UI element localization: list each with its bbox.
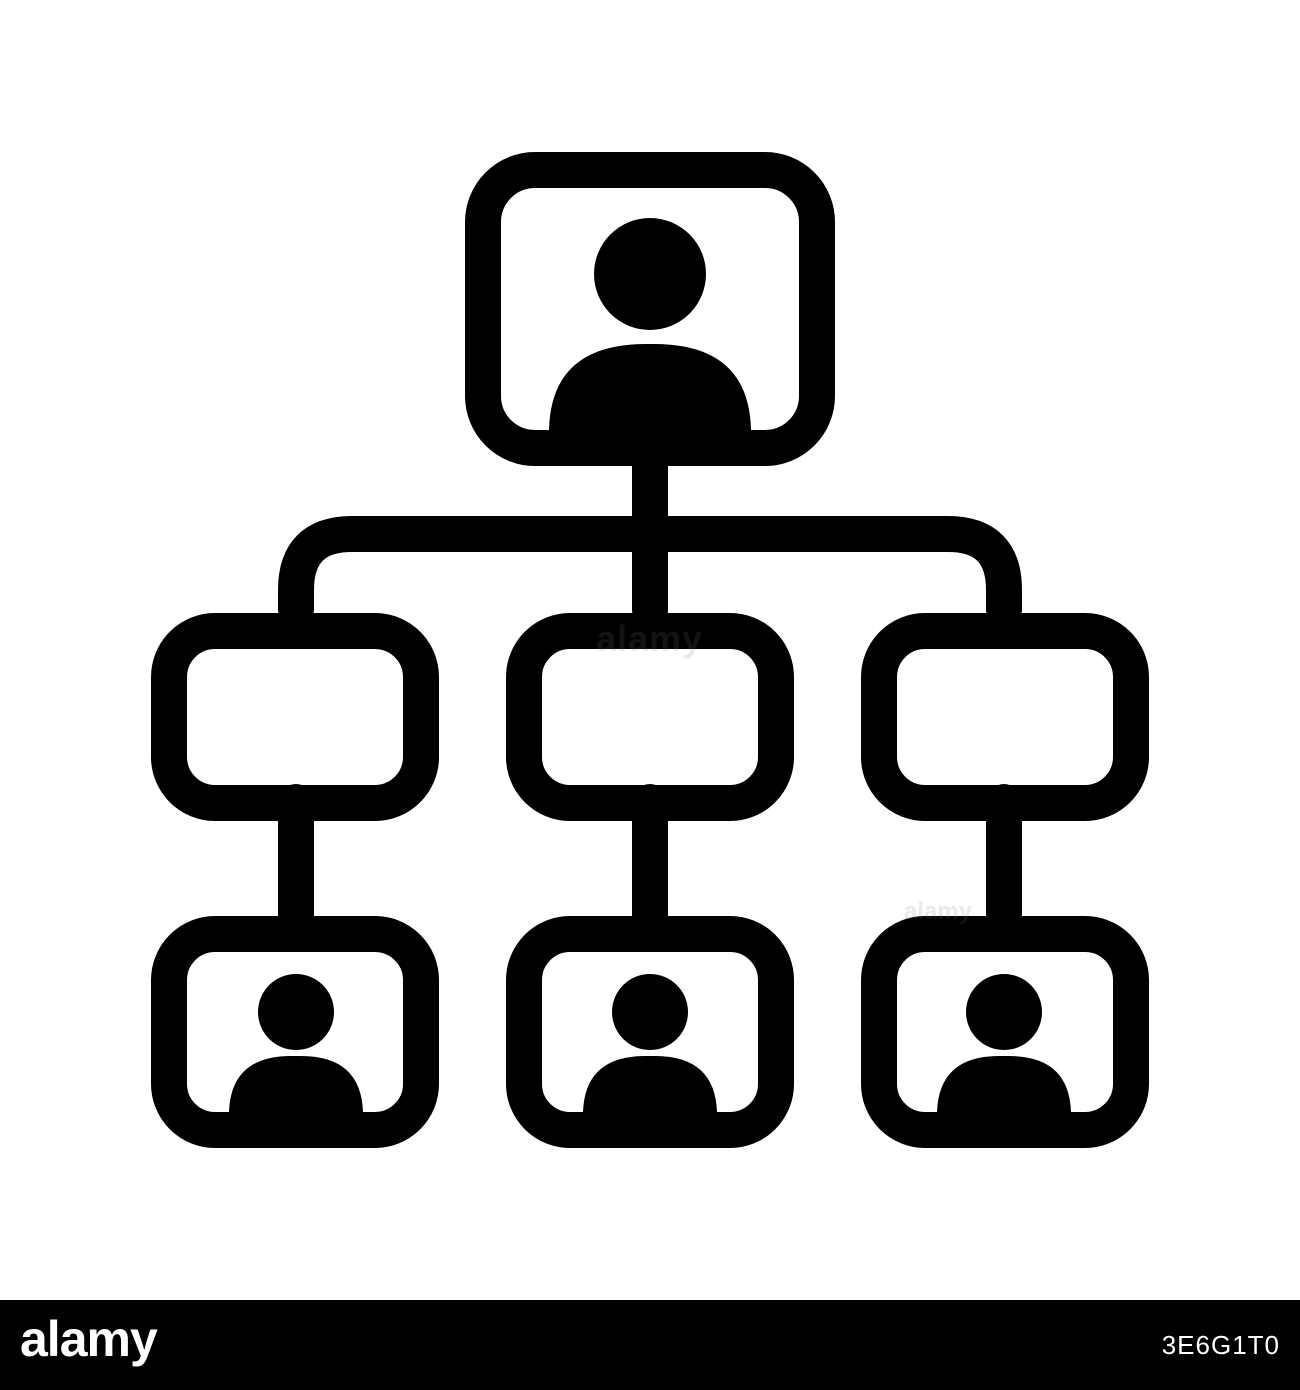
stock-footer-bar: alamy 3E6G1T0	[0, 1300, 1300, 1390]
connector-lines	[278, 446, 1022, 948]
node-mid-left-box	[151, 613, 439, 821]
node-leaf-center-box	[506, 916, 794, 1148]
node-root-box	[465, 152, 835, 466]
image-id-label: 3E6G1T0	[1161, 1330, 1280, 1360]
org-chart-diagram	[151, 152, 1149, 1148]
node-mid-right-box	[861, 613, 1149, 821]
person-icon-root	[549, 218, 751, 430]
node-leaf-right-box	[861, 916, 1149, 1148]
node-leaf-left-box	[151, 916, 439, 1148]
person-icon-leaf-center	[583, 974, 717, 1112]
person-icon-leaf-left	[229, 974, 363, 1112]
person-icon-leaf-right	[937, 974, 1071, 1112]
brand-logo: alamy	[20, 1311, 158, 1367]
edge-root-branch	[278, 516, 1022, 628]
node-mid-center-box	[506, 613, 794, 821]
